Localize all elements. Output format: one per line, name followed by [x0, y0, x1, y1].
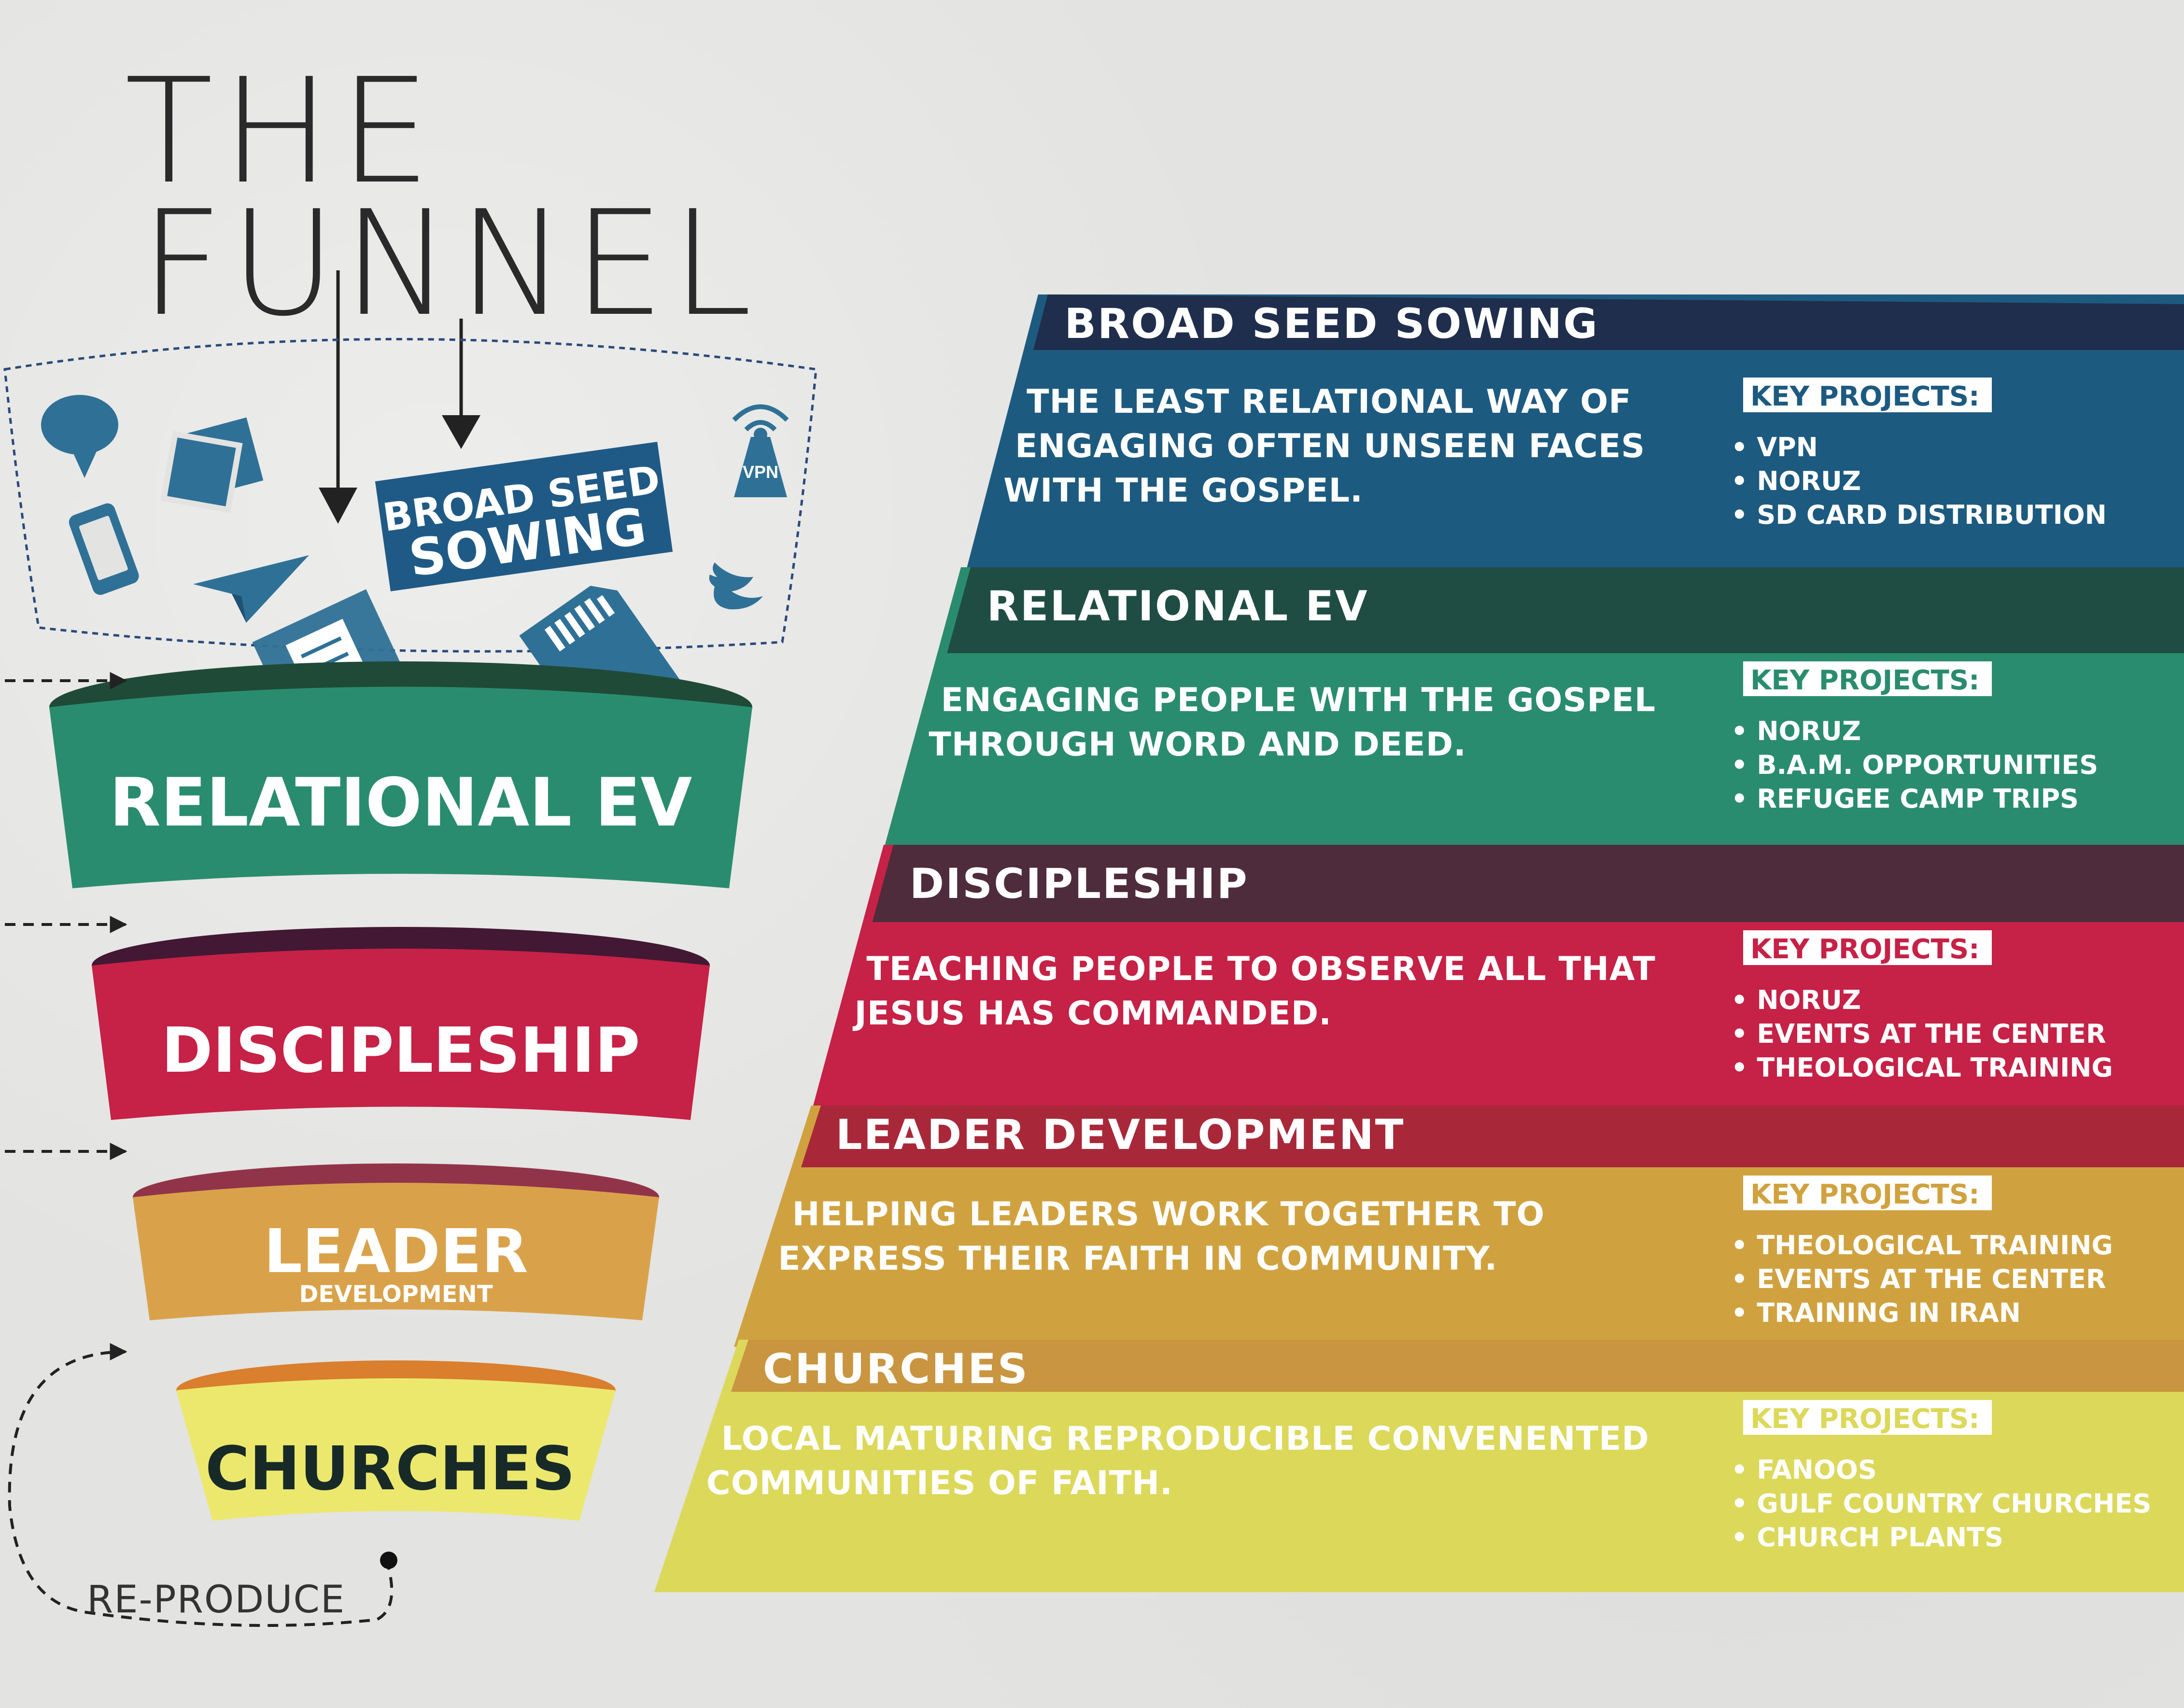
key-projects-label: KEY PROJECTS: [1750, 1179, 1980, 1210]
key-projects-label: KEY PROJECTS: [1750, 665, 1980, 696]
broad-seed-sowing-sign: BROAD SEED SOWING [375, 442, 673, 591]
photos-icon [160, 417, 264, 513]
key-projects-badge [1743, 930, 1992, 965]
funnel-leader-development: LEADER DEVELOPMENT [133, 1163, 659, 1320]
title-line1: THE [125, 47, 439, 216]
dotted-cup-outline [3, 338, 817, 653]
arrow-right-head [442, 415, 480, 449]
key-project-item: • VPN [1731, 432, 1818, 462]
key-project-item: • NORUZ [1731, 985, 1861, 1015]
stage-description-line: HELPING LEADERS WORK TOGETHER TO [792, 1195, 1545, 1233]
stage-panel-header [872, 845, 2184, 922]
side-arrows [5, 672, 394, 1627]
key-project-item: • THEOLOGICAL TRAINING [1731, 1230, 2113, 1260]
stage-panel-5: CHURCHES LOCAL MATURING REPRODUCIBLE CONV… [654, 1340, 2184, 1592]
funnel-discipleship: DISCIPLESHIP [92, 927, 710, 1120]
key-project-item: • NORUZ [1731, 466, 1861, 496]
stage-title: BROAD SEED SOWING [1064, 300, 1599, 348]
funnel-relational-label: RELATIONAL EV [110, 764, 692, 841]
vpn-label: VPN [743, 462, 778, 482]
stage-description-line: JESUS HAS COMMANDED. [852, 994, 1332, 1033]
stage-description-line: EXPRESS THEIR FAITH IN COMMUNITY. [778, 1240, 1497, 1278]
key-project-item: • TRAINING IN IRAN [1731, 1298, 2021, 1328]
twitter-bird-icon [709, 562, 763, 610]
stage-description-line: TEACHING PEOPLE TO OBSERVE ALL THAT [866, 950, 1655, 988]
funnel-churches: CHURCHES [176, 1360, 616, 1521]
key-project-item: • CHURCH PLANTS [1731, 1522, 2003, 1553]
funnel-development-label: DEVELOPMENT [299, 1281, 493, 1308]
funnel-leader-label: LEADER [264, 1217, 528, 1287]
key-projects-label: KEY PROJECTS: [1750, 1403, 1980, 1435]
stage-description-line: COMMUNITIES OF FAITH. [706, 1464, 1173, 1502]
stage-panel-body [966, 294, 2184, 572]
paper-plane-icon [193, 555, 309, 623]
stage-panel-2: RELATIONAL EV ENGAGING PEOPLE WITH THE GO… [884, 567, 2184, 850]
stage-panel-4: LEADER DEVELOPMENT HELPING LEADERS WORK T… [734, 1106, 2184, 1347]
chat-bubble-icon [41, 395, 118, 478]
stage-description-line: THROUGH WORD AND DEED. [929, 726, 1466, 764]
funnel-discipleship-label: DISCIPLESHIP [161, 1015, 640, 1087]
key-project-item: • THEOLOGICAL TRAINING [1731, 1052, 2113, 1083]
phone-icon [69, 503, 139, 595]
key-project-item: • GULF COUNTRY CHURCHES [1731, 1488, 2151, 1519]
title-arrows [336, 270, 463, 488]
key-project-item: • EVENTS AT THE CENTER [1731, 1019, 2106, 1049]
stage-panel-header [947, 567, 2184, 653]
key-projects-badge [1743, 1176, 1992, 1210]
key-projects-badge [1743, 378, 1992, 412]
stage-title: DISCIPLESHIP [910, 860, 1249, 908]
title-line2: FUNNEL [140, 180, 759, 348]
stage-title: RELATIONAL EV [987, 582, 1369, 630]
broadcast-tower-icon: VPN [732, 404, 789, 497]
key-project-item: • SD CARD DISTRIBUTION [1731, 500, 2107, 530]
stage-description-line: LOCAL MATURING REPRODUCIBLE CONVENENTED [721, 1420, 1649, 1458]
stage-panel-3: DISCIPLESHIP TEACHING PEOPLE TO OBSERVE A… [811, 845, 2184, 1113]
reproduce-start-dot [380, 1552, 397, 1569]
stage-panel-1: BROAD SEED SOWING THE LEAST RELATIONAL WA… [966, 294, 2184, 572]
stage-description-line: THE LEAST RELATIONAL WAY OF [1027, 383, 1632, 421]
stage-panel-header [731, 1340, 2184, 1392]
key-project-item: • FANOOS [1731, 1455, 1877, 1485]
key-projects-badge [1743, 1400, 1992, 1435]
key-projects-badge [1743, 661, 1992, 696]
key-projects-label: KEY PROJECTS: [1750, 381, 1980, 412]
funnel-churches-label: CHURCHES [205, 1434, 575, 1504]
arrow-left-head [319, 488, 357, 524]
stage-description-line: WITH THE GOSPEL. [1003, 472, 1363, 510]
key-project-item: • EVENTS AT THE CENTER [1731, 1264, 2106, 1294]
stage-title: CHURCHES [763, 1345, 1029, 1393]
key-project-item: • B.A.M. OPPORTUNITIES [1731, 750, 2098, 780]
key-project-item: • NORUZ [1731, 716, 1861, 746]
title: THE FUNNEL [125, 47, 759, 348]
stage-title: LEADER DEVELOPMENT [836, 1111, 1405, 1159]
reproduce-label: RE-PRODUCE [87, 1578, 345, 1622]
stage-panel-header [801, 1106, 2184, 1167]
funnel-relational-ev: RELATIONAL EV [49, 661, 752, 888]
stage-panels: BROAD SEED SOWING THE LEAST RELATIONAL WA… [654, 294, 2184, 1592]
stage-panel-header [1033, 294, 2184, 350]
key-projects-label: KEY PROJECTS: [1750, 934, 1980, 965]
stage-description-line: ENGAGING PEOPLE WITH THE GOSPEL [941, 681, 1656, 719]
stage-description-line: ENGAGING OFTEN UNSEEN FACES [1015, 427, 1645, 465]
key-project-item: • REFUGEE CAMP TRIPS [1731, 784, 2079, 814]
